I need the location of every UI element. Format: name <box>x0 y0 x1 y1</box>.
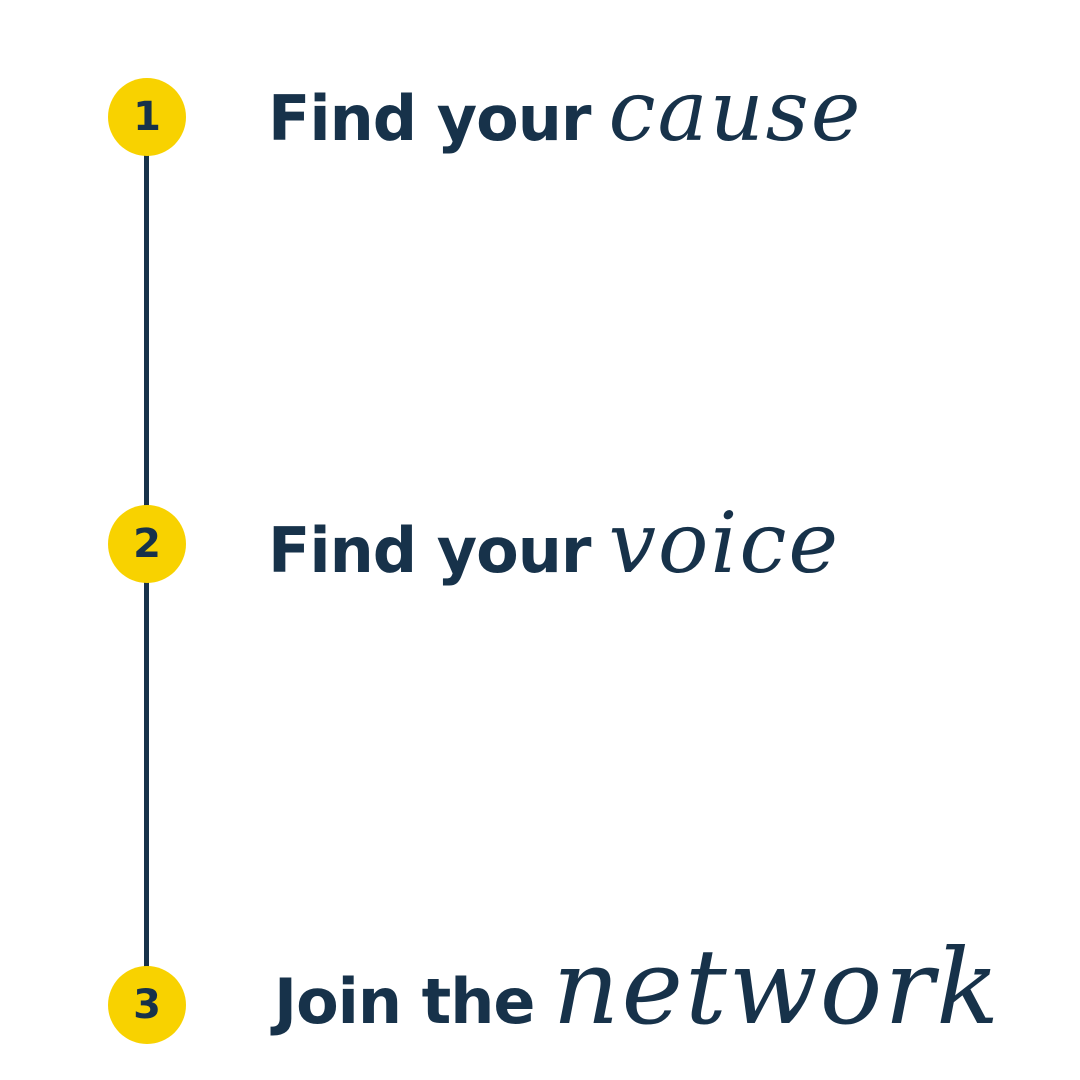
step-3-accent-text: network <box>552 926 1002 1048</box>
step-1-accent-text: cause <box>608 62 863 160</box>
step-3-title: Join the network <box>274 926 1001 1048</box>
step-1-lead-text: Find your <box>268 82 591 155</box>
step-1-title: Find your cause <box>268 62 862 160</box>
step-2-lead-text: Find your <box>268 514 591 587</box>
step-3-number-badge: 3 <box>108 966 186 1044</box>
step-2-title: Find your voice <box>268 494 840 592</box>
step-1-number-badge: 1 <box>108 78 186 156</box>
step-2-accent-text: voice <box>608 494 841 592</box>
step-2-number-badge: 2 <box>108 505 186 583</box>
step-3-lead-text: Join the <box>274 965 535 1038</box>
